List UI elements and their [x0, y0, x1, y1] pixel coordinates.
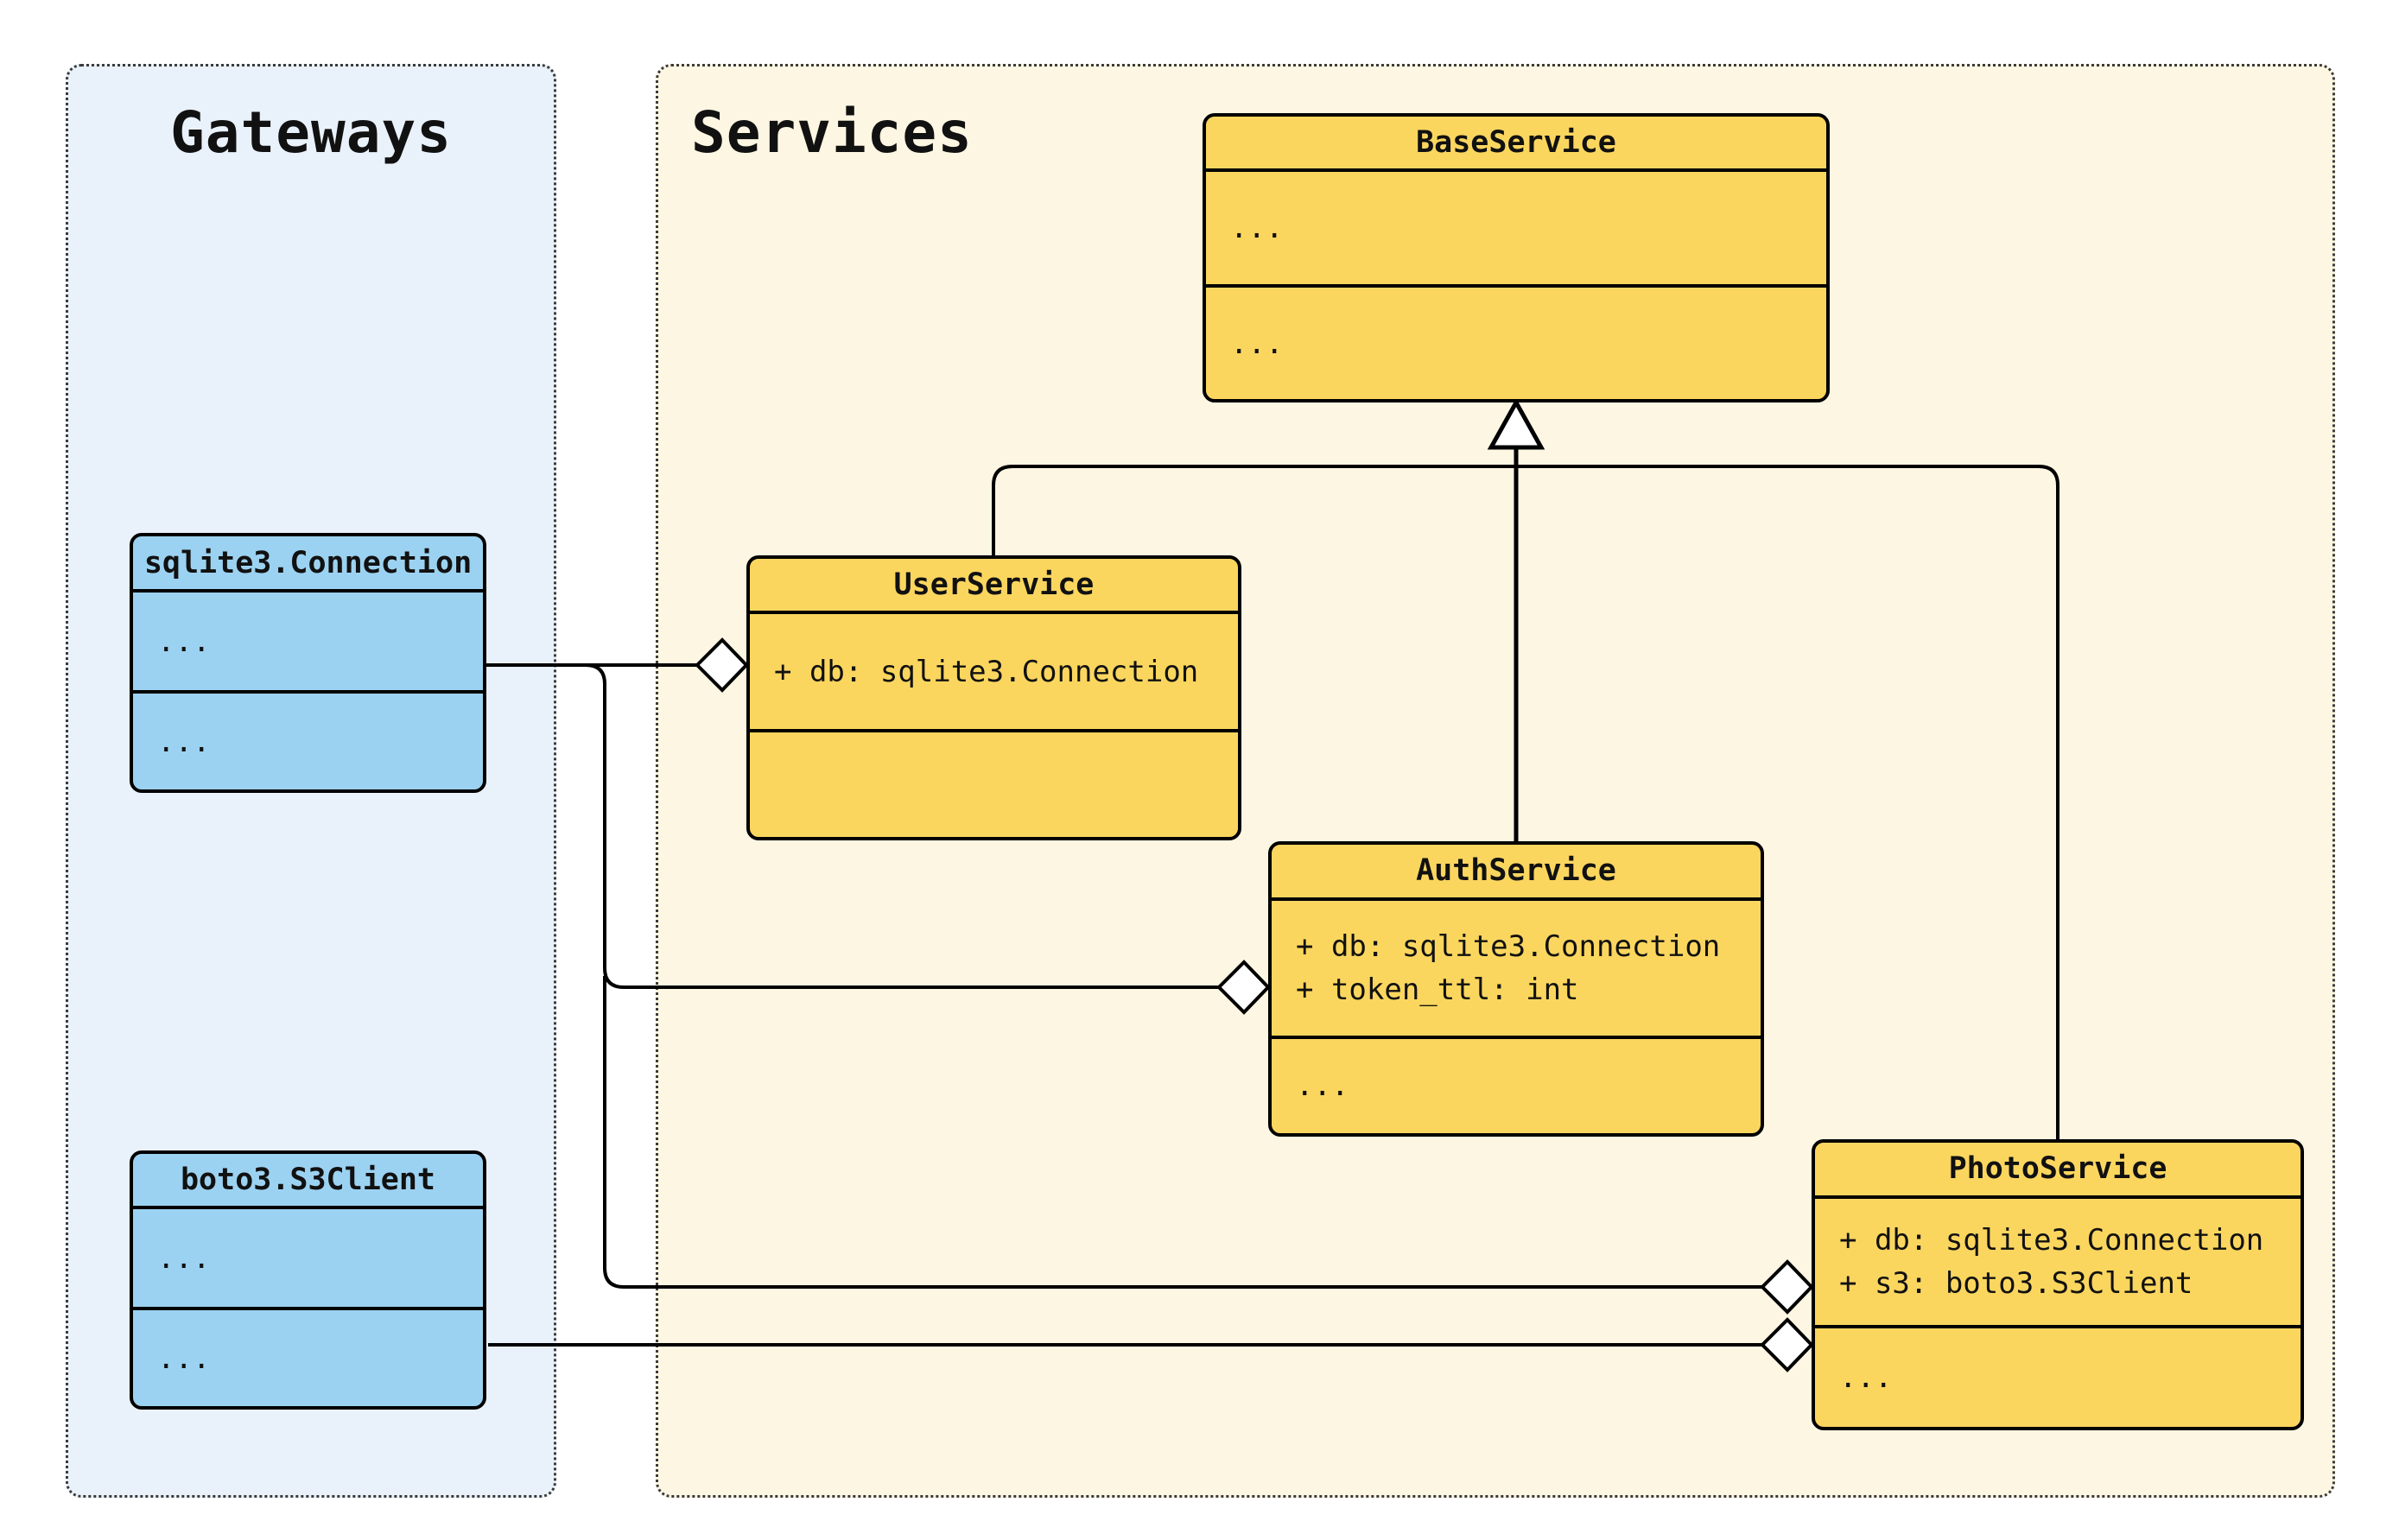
aggregation-line-sqlite-authservice [585, 663, 1219, 989]
class-attributes-sqlite3-connection: ... [133, 589, 483, 690]
class-attributes-photoservice: + db: sqlite3.Connection + s3: boto3.S3C… [1815, 1195, 2301, 1325]
class-box-userservice: UserService + db: sqlite3.Connection [746, 555, 1241, 840]
class-title-photoservice: PhotoService [1948, 1151, 2167, 1187]
attribute-line: + db: sqlite3.Connection [1839, 1222, 2264, 1258]
method-line: ... [1230, 326, 1284, 361]
inheritance-bus-line [992, 465, 2059, 1139]
class-attributes-userservice: + db: sqlite3.Connection [750, 611, 1238, 729]
class-box-sqlite3-connection: sqlite3.Connection ... ... [130, 533, 486, 793]
class-title-authservice: AuthService [1416, 853, 1616, 889]
method-line: ... [1296, 1068, 1349, 1104]
method-line: ... [157, 724, 211, 759]
attribute-line: + token_ttl: int [1296, 972, 1579, 1007]
attribute-line: ... [157, 1240, 211, 1276]
aggregation-diamond-photoservice-s3 [1760, 1317, 1814, 1372]
class-methods-userservice [750, 729, 1238, 837]
aggregation-diamond-photoservice-db [1760, 1259, 1814, 1315]
attribute-line: + s3: boto3.S3Client [1839, 1265, 2193, 1301]
method-line: ... [1839, 1359, 1893, 1395]
services-panel-title: Services [691, 99, 973, 166]
attribute-line: + db: sqlite3.Connection [774, 654, 1199, 689]
class-box-photoservice: PhotoService + db: sqlite3.Connection + … [1812, 1139, 2304, 1430]
class-methods-authservice: ... [1272, 1035, 1761, 1133]
aggregation-line-sqlite-photoservice [603, 976, 1762, 1289]
class-methods-baseservice: ... [1206, 284, 1826, 399]
aggregation-diamond-authservice [1216, 960, 1271, 1015]
class-attributes-baseservice: ... [1206, 168, 1826, 284]
inheritance-triangle [1487, 397, 1545, 450]
aggregation-diamond-userservice [695, 637, 749, 693]
class-box-baseservice: BaseService ... ... [1203, 113, 1830, 402]
class-title-boto3-s3client: boto3.S3Client [180, 1163, 435, 1198]
class-methods-boto3-s3client: ... [133, 1307, 483, 1406]
attribute-line: + db: sqlite3.Connection [1296, 928, 1721, 964]
gateways-panel-title: Gateways [170, 99, 452, 166]
attribute-line: ... [157, 624, 211, 659]
method-line: ... [157, 1340, 211, 1376]
class-methods-photoservice: ... [1815, 1324, 2301, 1427]
class-methods-sqlite3-connection: ... [133, 690, 483, 789]
class-box-authservice: AuthService + db: sqlite3.Connection + t… [1268, 841, 1764, 1137]
class-attributes-authservice: + db: sqlite3.Connection + token_ttl: in… [1272, 897, 1761, 1036]
class-attributes-boto3-s3client: ... [133, 1206, 483, 1307]
class-title-userservice: UserService [893, 567, 1095, 603]
class-box-boto3-s3client: boto3.S3Client ... ... [130, 1150, 486, 1410]
class-title-sqlite3-connection: sqlite3.Connection [143, 545, 473, 580]
attribute-line: ... [1230, 211, 1284, 246]
class-title-baseservice: BaseService [1416, 125, 1616, 161]
